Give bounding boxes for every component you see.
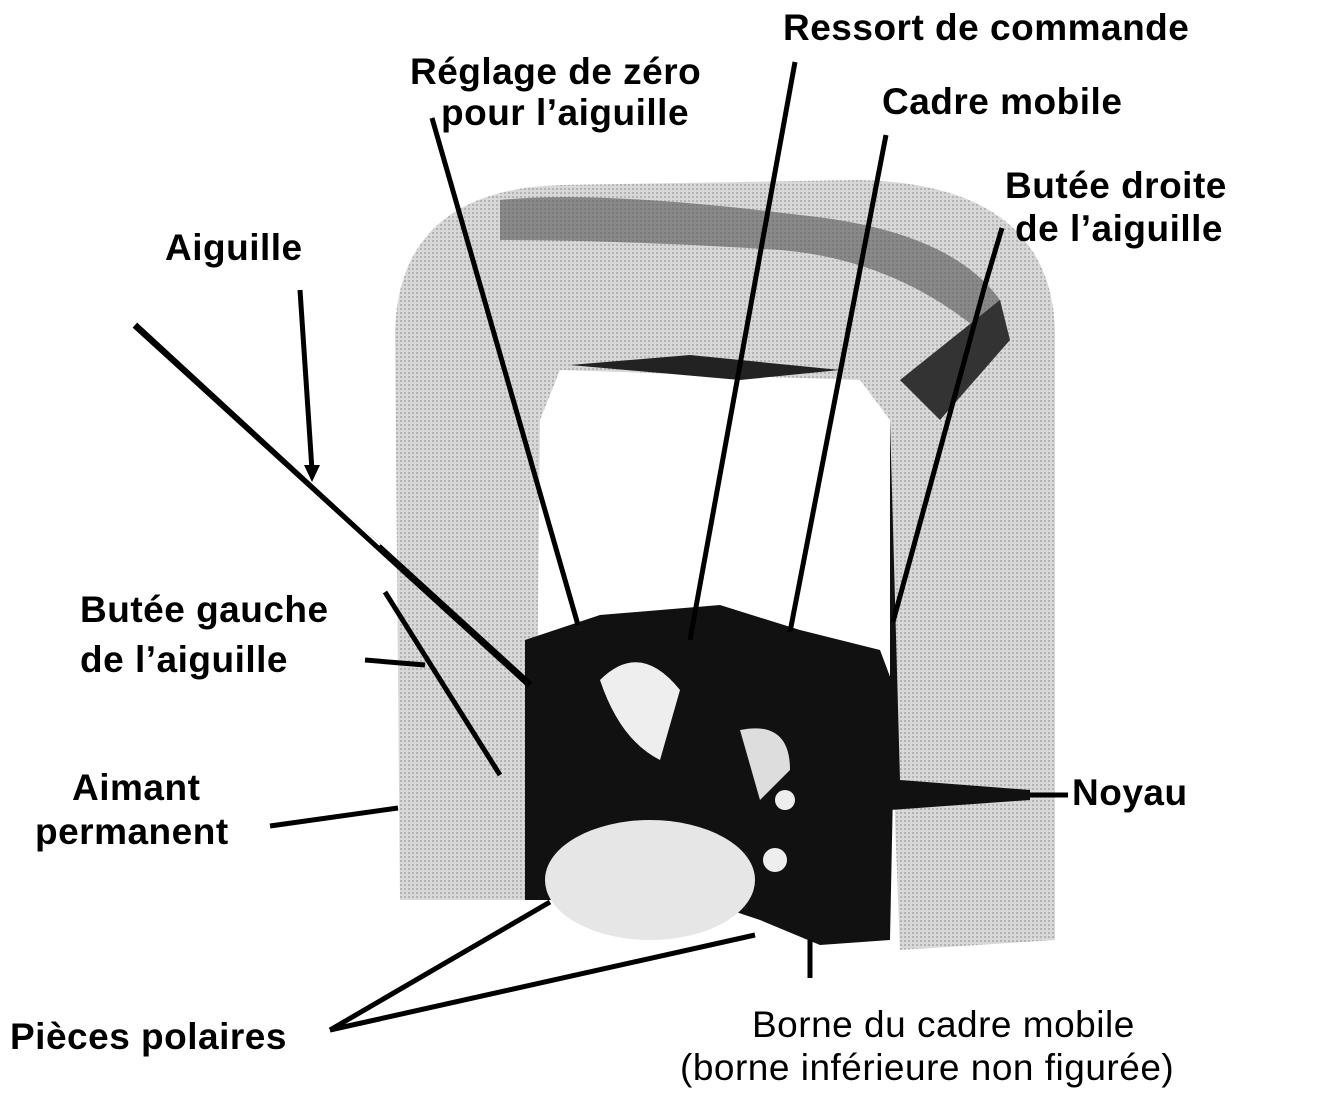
needle: [132, 322, 533, 688]
label-reglage-2: pour l’aiguille: [441, 92, 690, 133]
label-butee-gauche-1: Butée gauche: [80, 589, 329, 630]
label-reglage-1: Réglage de zéro: [410, 51, 702, 92]
label-butee-droite-1: Butée droite: [1005, 165, 1227, 206]
label-cadre: Cadre mobile: [882, 81, 1123, 122]
label-pieces-polaires: Pièces polaires: [10, 1016, 287, 1057]
label-borne-1: Borne du cadre mobile: [752, 1004, 1135, 1045]
arrow-head-icon: [304, 465, 320, 482]
label-butee-gauche-2: de l’aiguille: [80, 639, 288, 680]
label-aiguille: Aiguille: [165, 227, 303, 268]
label-noyau: Noyau: [1072, 772, 1188, 813]
label-ressort: Ressort de commande: [783, 7, 1190, 48]
permanent-magnet: [395, 180, 1055, 950]
label-butee-droite-2: de l’aiguille: [1015, 208, 1223, 249]
pole-pieces: [545, 820, 755, 940]
label-borne-2: (borne inférieure non figurée): [680, 1047, 1175, 1088]
label-aimant-2: permanent: [35, 811, 229, 852]
leader-lines: [269, 61, 1068, 1033]
label-aimant-1: Aimant: [72, 767, 201, 808]
